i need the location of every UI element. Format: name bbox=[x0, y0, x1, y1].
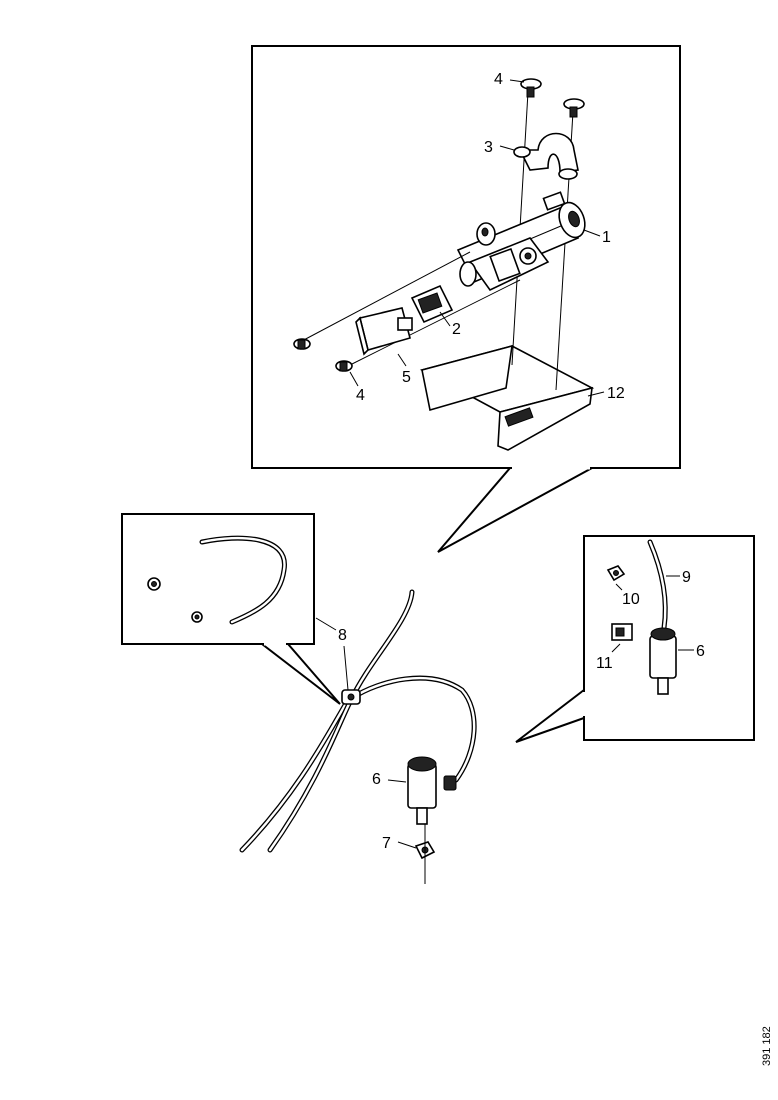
washer-pump-6 bbox=[407, 756, 437, 825]
callout-4b: 4 bbox=[356, 387, 365, 404]
left-detail-box bbox=[121, 513, 341, 705]
hose-clip-left bbox=[147, 577, 161, 591]
callout-9: 9 bbox=[682, 569, 691, 586]
callout-8: 8 bbox=[338, 627, 347, 644]
screw-lower-left bbox=[293, 338, 311, 350]
upper-detail-box: 4 3 1 2 5 4 12 bbox=[251, 45, 681, 553]
upper-detail-pointer bbox=[437, 467, 593, 553]
screw-upper-right bbox=[563, 98, 585, 118]
callout-3: 3 bbox=[484, 139, 493, 156]
callout-1: 1 bbox=[602, 229, 611, 246]
callout-6b: 6 bbox=[696, 643, 705, 660]
right-detail-box: 10 9 11 6 bbox=[515, 535, 755, 743]
callout-12: 12 bbox=[607, 385, 625, 402]
screw-lower-right bbox=[335, 360, 353, 372]
screw-upper-left bbox=[520, 78, 542, 98]
callout-11: 11 bbox=[596, 655, 613, 672]
right-detail-pointer bbox=[515, 687, 585, 743]
connector-block bbox=[410, 284, 454, 324]
callout-5: 5 bbox=[402, 369, 411, 386]
clamp-bracket bbox=[513, 132, 579, 180]
hose-connector-8 bbox=[341, 689, 361, 705]
callout-4a: 4 bbox=[494, 71, 503, 88]
bracket-plate bbox=[419, 344, 595, 451]
hose-end-fitting bbox=[443, 775, 457, 791]
main-assembly: 8 6 7 bbox=[239, 589, 477, 884]
callout-2: 2 bbox=[452, 321, 461, 338]
left-detail-pointer bbox=[259, 643, 341, 705]
drive-motor bbox=[459, 237, 550, 292]
hose-clip-lower bbox=[191, 611, 203, 623]
callout-6a: 6 bbox=[372, 771, 381, 788]
callout-10: 10 bbox=[622, 591, 640, 608]
grommet-10 bbox=[606, 565, 626, 582]
callout-7: 7 bbox=[382, 835, 391, 852]
drawing-reference-code: 391 182 bbox=[761, 1026, 773, 1066]
pump-holder-11 bbox=[611, 623, 633, 641]
cover-plate bbox=[355, 307, 413, 356]
pump-6-detail bbox=[649, 627, 677, 695]
